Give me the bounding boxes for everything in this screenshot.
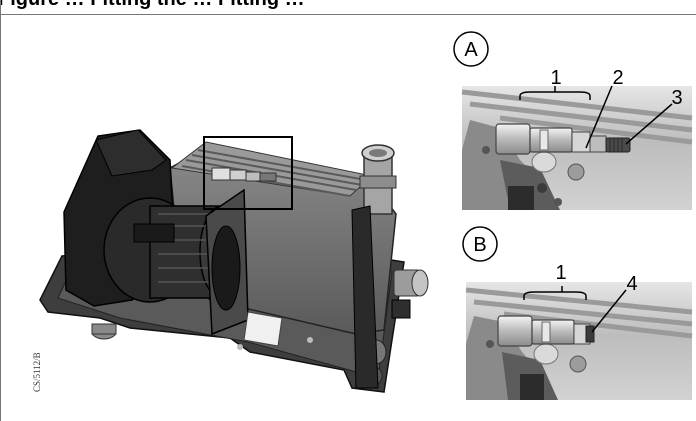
nameplate bbox=[243, 311, 283, 347]
detail-b: B 1 4 bbox=[462, 226, 693, 400]
detail-b-fitting-assembly bbox=[497, 315, 595, 347]
detail-b-marker bbox=[462, 226, 498, 262]
motor-end-cap bbox=[95, 129, 167, 177]
inlet-pipe-collar bbox=[359, 175, 397, 189]
frame-top-border bbox=[0, 14, 696, 15]
side-bracket bbox=[351, 205, 379, 389]
detail-a-fitting-assembly bbox=[495, 123, 631, 155]
terminal-box bbox=[133, 223, 175, 243]
detail-a: A bbox=[453, 31, 693, 210]
figure-title: Figure … Fitting the … Fitting … bbox=[0, 0, 696, 10]
detail-b-callout-4: 4 bbox=[626, 273, 637, 295]
detail-a-fins bbox=[461, 89, 693, 145]
detail-highlight-box bbox=[203, 136, 293, 210]
detail-a-callout-3: 3 bbox=[671, 87, 682, 109]
detail-a-leader-3 bbox=[625, 103, 673, 145]
drawing-code: CS/5112/B bbox=[32, 352, 42, 392]
frame-left-border bbox=[0, 0, 1, 421]
detail-a-callout-1: 1 bbox=[550, 67, 561, 89]
detail-a-leader-2 bbox=[585, 85, 613, 149]
detail-a-label: A bbox=[464, 39, 478, 61]
frame-bolt bbox=[237, 344, 243, 350]
pump-assembly-illustration bbox=[39, 129, 429, 393]
detail-region-fittings bbox=[211, 167, 277, 182]
detail-a-callout-2: 2 bbox=[612, 67, 623, 89]
detail-b-callout-1: 1 bbox=[555, 262, 566, 284]
detail-a-marker bbox=[453, 31, 489, 67]
detail-b-label: B bbox=[473, 234, 486, 256]
detail-b-leader-4 bbox=[591, 289, 627, 333]
coupling-disc bbox=[211, 225, 241, 311]
detail-b-bracket-1 bbox=[523, 291, 587, 300]
